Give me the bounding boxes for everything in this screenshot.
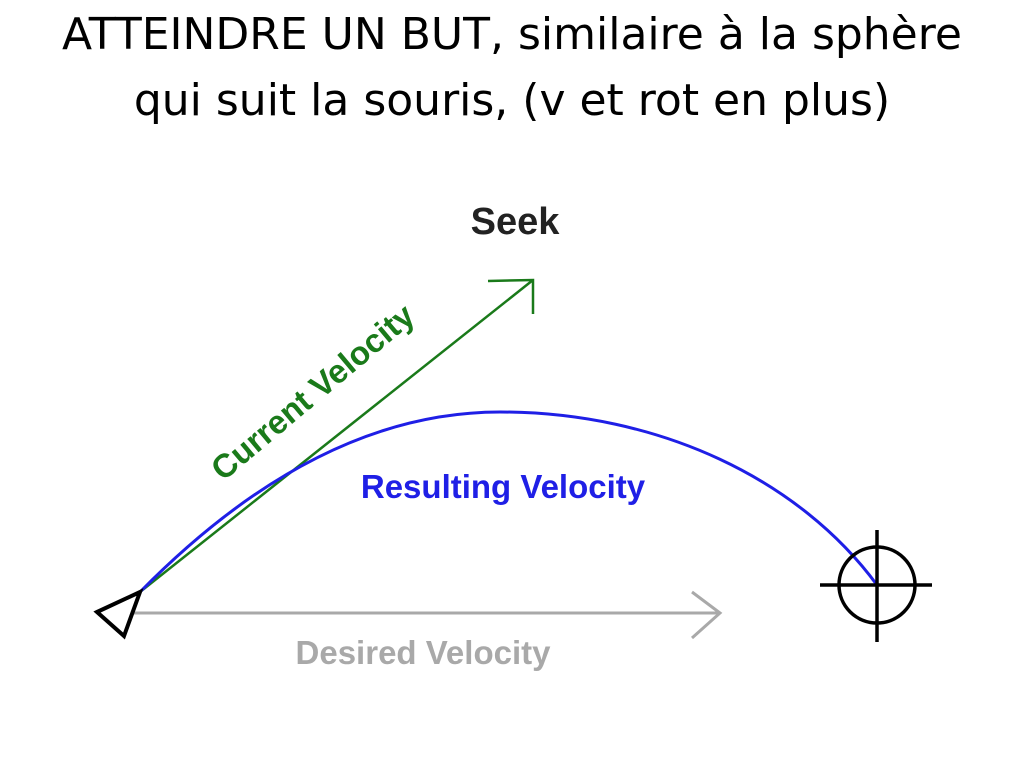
desired-velocity-arrowhead — [691, 590, 723, 640]
desired-velocity-label: Desired Velocity — [296, 634, 552, 671]
seek-heading: Seek — [471, 201, 561, 243]
triangle-agent-icon — [93, 588, 144, 640]
current-velocity-arrow — [139, 279, 534, 593]
slide-title: ATTEINDRE UN BUT, similaire à la sphère … — [62, 9, 962, 126]
title-box: ATTEINDRE UN BUT, similaire à la sphère … — [60, 0, 964, 180]
resulting-velocity-label: Resulting Velocity — [361, 468, 646, 505]
crosshair-target-icon — [820, 530, 932, 642]
resulting-velocity-curve — [138, 410, 879, 594]
current-velocity-arrowhead — [487, 278, 535, 314]
